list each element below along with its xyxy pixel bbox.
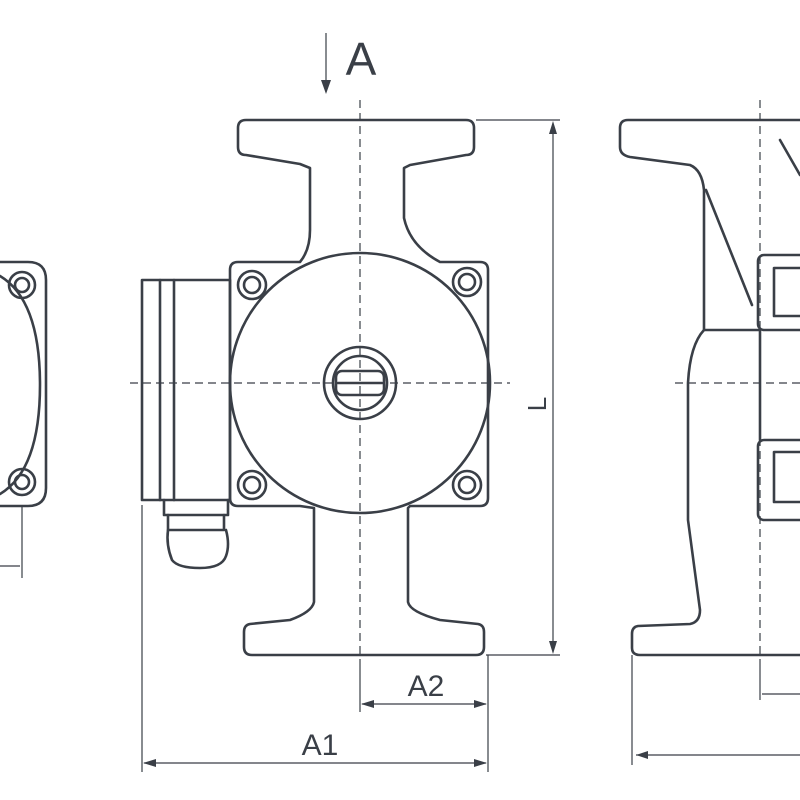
a1-label: A1 (302, 729, 339, 762)
dimension-l: L (476, 119, 560, 656)
dimension-a1: A1 (141, 505, 489, 772)
bolt-top-right (451, 266, 483, 298)
length-label: L (522, 397, 552, 411)
view-arrow-a: A (321, 33, 377, 94)
bolt-top-left (236, 269, 268, 301)
dimension-a2: A2 (359, 655, 489, 712)
a2-label: A2 (408, 670, 445, 703)
left-partial-view (0, 260, 48, 578)
view-a-label: A (346, 33, 377, 85)
side-view (618, 100, 800, 765)
bolt-bottom-right (451, 469, 483, 501)
cable-gland (162, 498, 230, 517)
bolt-bottom-left (236, 469, 268, 501)
side-body-outline (618, 118, 800, 657)
front-view (130, 100, 510, 660)
terminal-box (140, 278, 232, 502)
pump-body-outline (228, 118, 490, 657)
